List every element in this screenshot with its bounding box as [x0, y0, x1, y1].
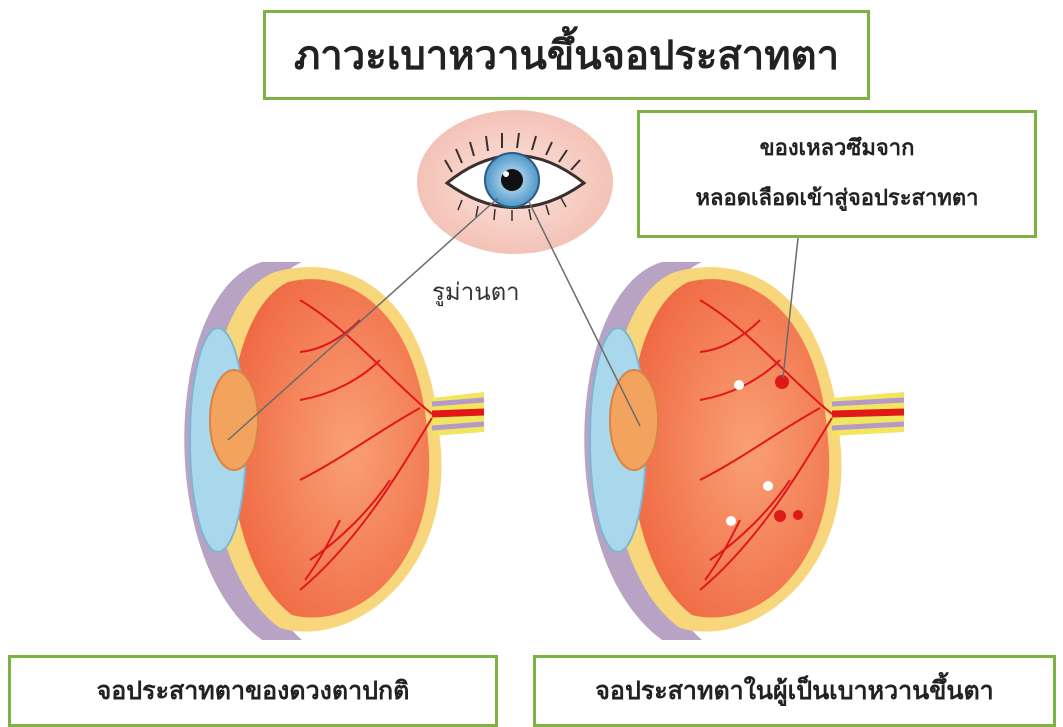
diabetic-retina-caption: จอประสาทตาในผู้เป็นเบาหวานขึ้นตา [533, 655, 1056, 727]
front-eye-illustration [417, 110, 613, 254]
hemorrhage-spot [775, 375, 789, 389]
central-vessel [432, 412, 484, 414]
exudate-spot [726, 516, 736, 526]
diabetic-caption-text: จอประสาทตาในผู้เป็นเบาหวานขึ้นตา [595, 671, 993, 711]
pupil-highlight [503, 171, 509, 177]
hemorrhage-spot [774, 510, 786, 522]
lens [610, 370, 658, 470]
callout-line-2: หลอดเลือดเข้าสู่จอประสาทตา [696, 174, 979, 224]
normal-eyeball [184, 262, 484, 640]
diabetic-eyeball [584, 262, 904, 640]
fluid-leak-callout: ของเหลวซึมจาก หลอดเลือดเข้าสู่จอประสาทตา [637, 110, 1037, 238]
hemorrhage-spot [793, 510, 803, 520]
normal-retina-caption: จอประสาทตาของดวงตาปกติ [8, 655, 498, 727]
exudate-spot [763, 481, 773, 491]
pupil-label: รูม่านตา [432, 272, 520, 311]
callout-line-1: ของเหลวซึมจาก [760, 124, 915, 174]
page-title: ภาวะเบาหวานขึ้นจอประสาทตา [263, 10, 870, 100]
exudate-spot [734, 380, 744, 390]
title-text: ภาวะเบาหวานขึ้นจอประสาทตา [294, 23, 839, 87]
central-vessel [832, 412, 904, 414]
normal-caption-text: จอประสาทตาของดวงตาปกติ [97, 671, 410, 711]
